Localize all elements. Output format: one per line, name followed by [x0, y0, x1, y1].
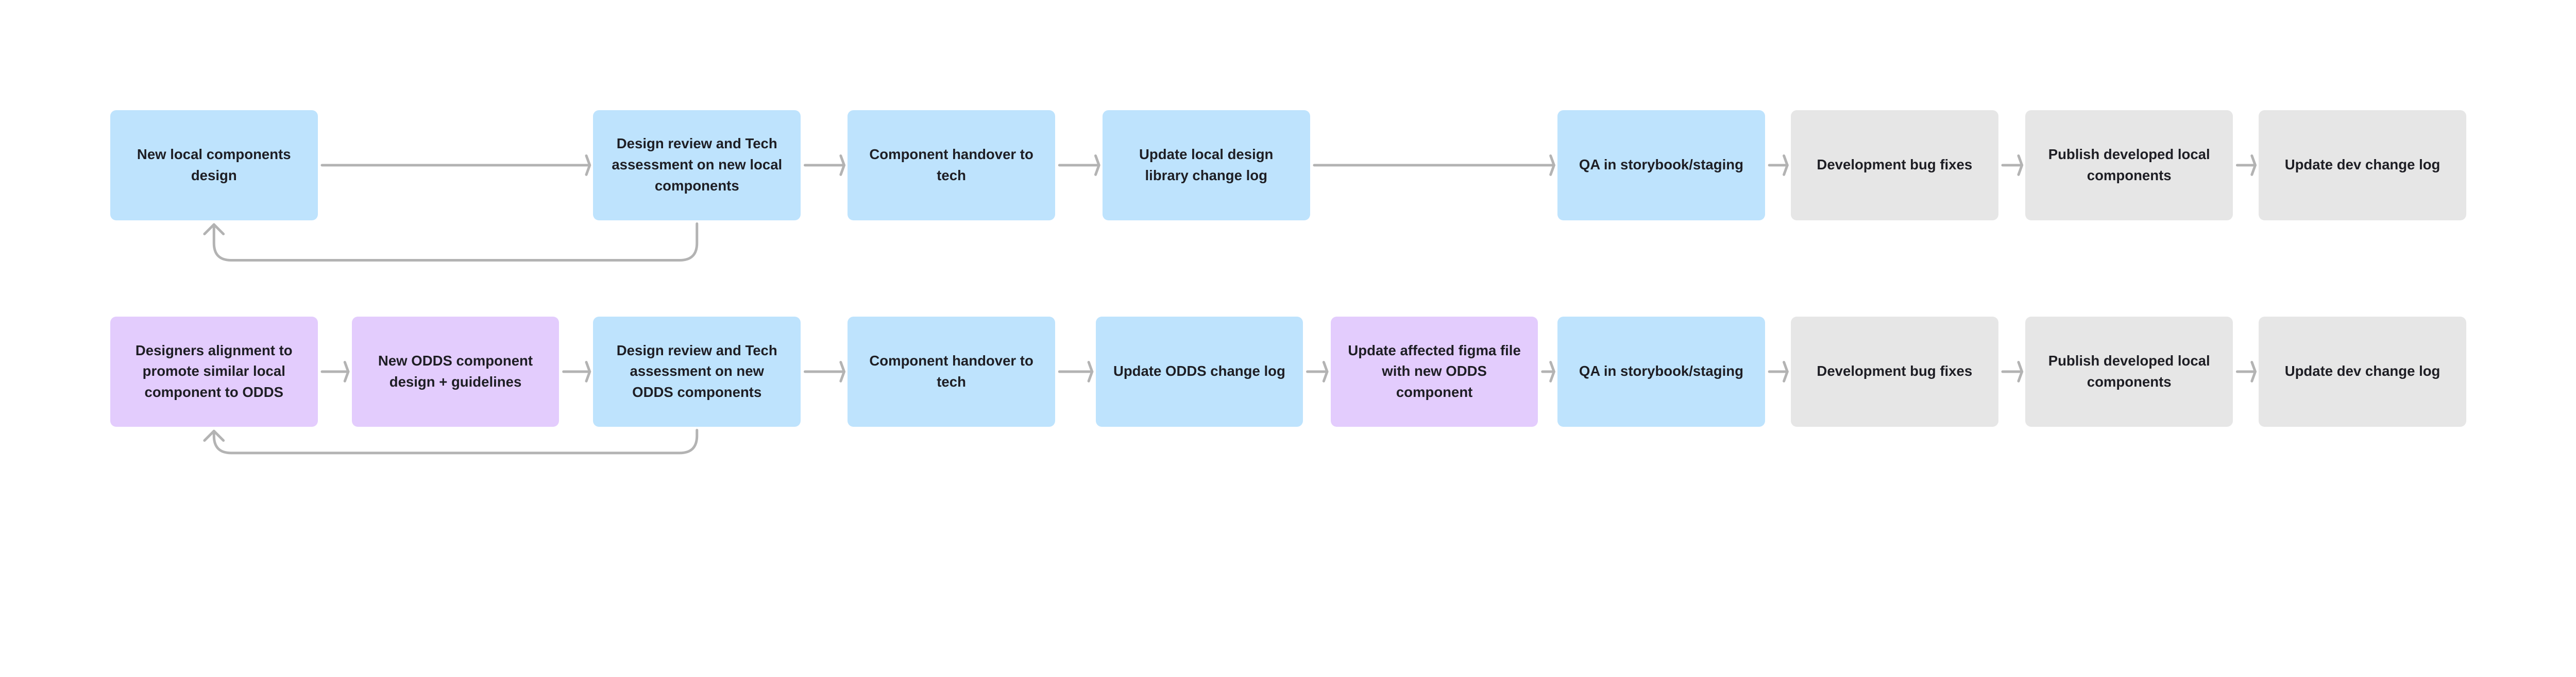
arrow-head-icon — [585, 361, 591, 383]
step-label: Update dev change log — [2284, 363, 2441, 379]
step-publish-components[interactable]: Publish developed local components — [2025, 316, 2233, 427]
step-label: New local components design — [137, 146, 291, 183]
step-new-odds-component-design[interactable]: New ODDS component design + guidelines — [351, 316, 560, 427]
step-label: Update dev change log — [2284, 157, 2441, 173]
arrow-head-icon — [839, 154, 846, 176]
step-label: Publish developed local components — [2048, 352, 2210, 390]
arrow-head-icon — [1094, 154, 1100, 176]
arrow-head-icon — [1783, 154, 1789, 176]
arrow-head-icon — [839, 361, 846, 383]
arrow-head-icon — [2017, 361, 2024, 383]
feedback-loop-line — [212, 429, 699, 455]
step-label: Update affected figma file with new ODDS… — [1348, 342, 1521, 401]
step-qa-storybook[interactable]: QA in storybook/staging — [1557, 110, 1765, 220]
arrow-head-icon — [1322, 361, 1329, 383]
arrow-head-icon — [1783, 361, 1789, 383]
arrow-head-icon — [585, 154, 591, 176]
step-label: Development bug fixes — [1817, 363, 1973, 379]
step-label: Publish developed local components — [2048, 146, 2210, 183]
feedback-loop-line — [212, 222, 699, 262]
step-update-affected-figma[interactable]: Update affected figma file with new ODDS… — [1330, 316, 1538, 427]
arrow-head-icon — [1549, 154, 1555, 176]
step-label: Component handover to tech — [869, 352, 1033, 390]
step-design-review-local[interactable]: Design review and Tech assessment on new… — [593, 110, 801, 220]
step-qa-storybook[interactable]: QA in storybook/staging — [1557, 316, 1765, 427]
step-dev-bug-fixes[interactable]: Development bug fixes — [1790, 316, 1998, 427]
step-label: Design review and Tech assessment on new… — [616, 342, 777, 401]
step-update-odds-change-log[interactable]: Update ODDS change log — [1095, 316, 1303, 427]
arrow-head-icon — [1549, 361, 1555, 383]
step-designers-alignment[interactable]: Designers alignment to promote similar l… — [110, 316, 318, 427]
step-label: QA in storybook/staging — [1579, 363, 1743, 379]
step-update-dev-change-log[interactable]: Update dev change log — [2259, 316, 2466, 427]
step-design-review-odds[interactable]: Design review and Tech assessment on new… — [593, 316, 801, 427]
step-dev-bug-fixes[interactable]: Development bug fixes — [1790, 110, 1998, 220]
step-label: Design review and Tech assessment on new… — [612, 135, 783, 194]
arrow-head-icon — [203, 429, 225, 442]
step-label: Update ODDS change log — [1113, 363, 1285, 379]
arrow-head-icon — [343, 361, 350, 383]
step-new-local-components-design[interactable]: New local components design — [110, 110, 318, 220]
arrow-head-icon — [1087, 361, 1094, 383]
step-handover-to-tech[interactable]: Component handover to tech — [848, 316, 1055, 427]
step-label: Development bug fixes — [1817, 157, 1973, 173]
step-label: Designers alignment to promote similar l… — [135, 342, 293, 401]
step-update-local-change-log[interactable]: Update local design library change log — [1102, 110, 1310, 220]
step-label: Component handover to tech — [869, 146, 1033, 183]
step-label: New ODDS component design + guidelines — [378, 352, 533, 390]
step-publish-components[interactable]: Publish developed local components — [2025, 110, 2233, 220]
step-label: QA in storybook/staging — [1579, 157, 1743, 173]
arrow-head-icon — [2250, 154, 2257, 176]
step-handover-to-tech[interactable]: Component handover to tech — [848, 110, 1055, 220]
step-label: Update local design library change log — [1139, 146, 1274, 183]
step-update-dev-change-log[interactable]: Update dev change log — [2259, 110, 2466, 220]
arrow-head-icon — [203, 223, 225, 236]
connectors-layer — [203, 154, 2257, 455]
arrow-head-icon — [2250, 361, 2257, 383]
arrow-head-icon — [2017, 154, 2024, 176]
